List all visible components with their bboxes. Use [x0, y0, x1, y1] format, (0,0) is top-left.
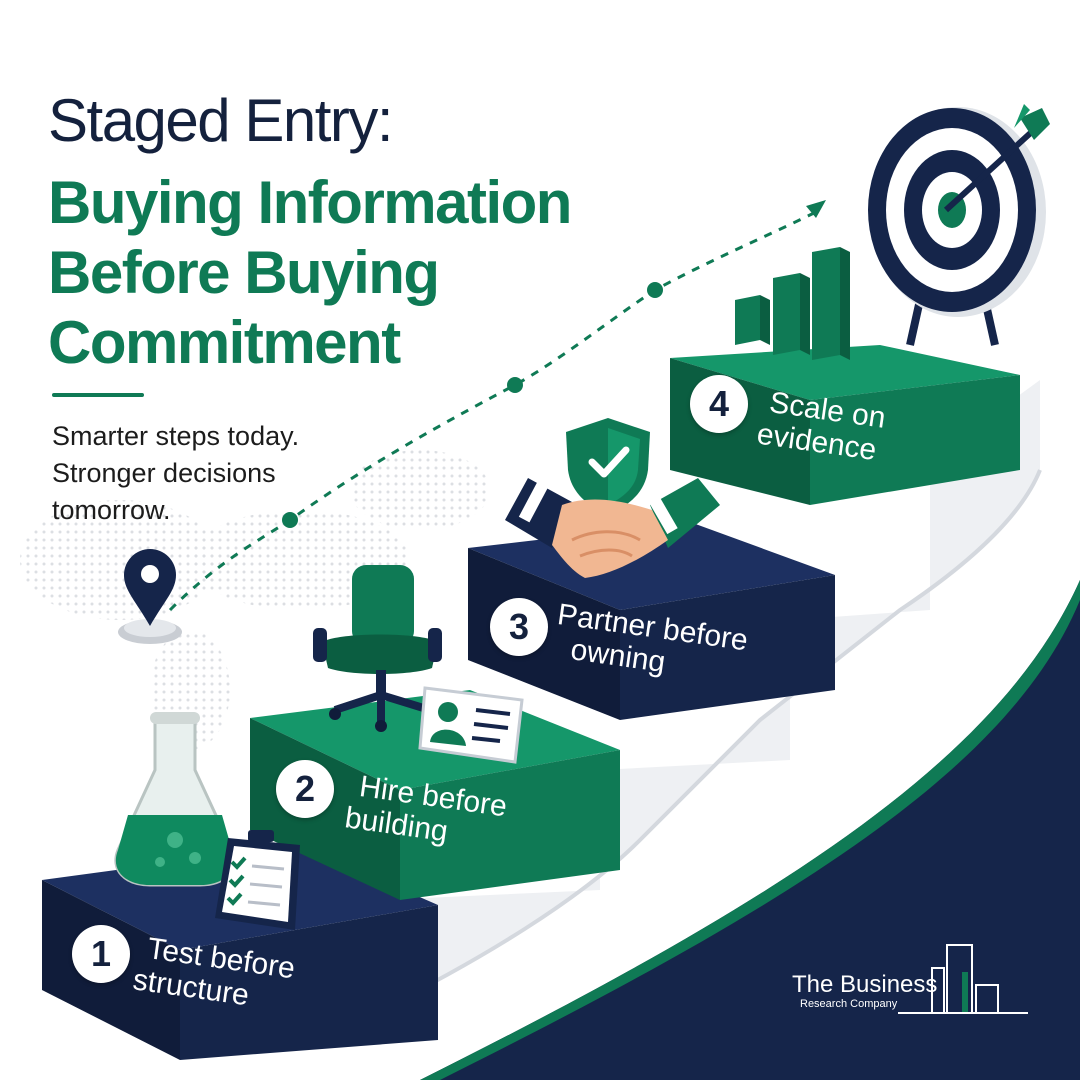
tagline: Smarter steps today. Stronger decisions … [52, 421, 300, 525]
step-2-number: 2 [276, 760, 334, 818]
clipboard-icon [215, 830, 300, 930]
brand-subtitle: Research Company [800, 998, 898, 1010]
id-card-icon [418, 686, 524, 764]
brand-name: The Business [792, 971, 938, 998]
handshake-icon [505, 478, 720, 578]
title-line-1: Staged Entry: [48, 87, 394, 154]
target-icon [868, 104, 1050, 346]
location-pin-icon [118, 549, 182, 644]
navy-swoosh [420, 580, 1080, 1080]
step-3-number: 3 [490, 598, 548, 656]
title-divider [52, 393, 144, 397]
brand-logo: The Business Research Company [792, 972, 937, 1011]
path-arrowhead [806, 200, 826, 218]
flask-icon [114, 712, 236, 887]
step-4-number: 4 [690, 375, 748, 433]
step-1-number: 1 [72, 925, 130, 983]
shield-check-icon [566, 418, 650, 515]
title-line-2: Buying Information Before Buying Commitm… [48, 169, 572, 376]
bar-chart-icon [735, 247, 850, 360]
office-chair-icon [313, 565, 442, 732]
brand-logo-mark [898, 944, 1028, 1014]
